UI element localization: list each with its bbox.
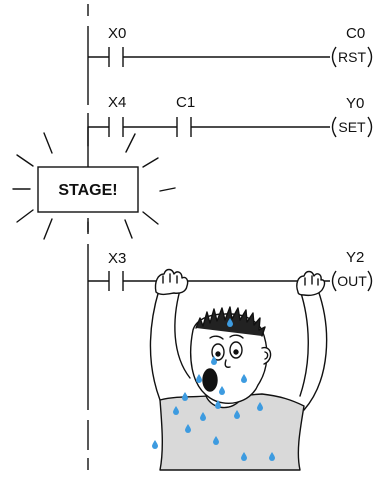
contact-c1: [176, 117, 192, 137]
coil-y2-label: Y2: [346, 249, 364, 266]
stage-box-text: STAGE!: [58, 182, 117, 199]
coil-c0-label: C0: [346, 25, 365, 42]
contact-x4: [108, 117, 124, 137]
sweat-drops-icon: [152, 318, 275, 461]
right-hand-icon: [296, 270, 326, 297]
contact-x3: [108, 271, 124, 291]
rung-2: X4 C1 Y0 SET: [88, 94, 373, 138]
stage-callout: STAGE!: [12, 126, 176, 240]
coil-y0-instruction: SET: [338, 119, 366, 135]
coil-y0: SET: [331, 116, 373, 138]
burst-lines-icon: [12, 126, 176, 240]
coil-c0-instruction: RST: [338, 49, 366, 65]
worried-man-illustration: [149, 268, 328, 471]
coil-y2-instruction: OUT: [337, 273, 367, 289]
rung-3: X3 Y2 OUT: [88, 249, 373, 292]
coil-y2: OUT: [331, 270, 373, 292]
coil-y0-label: Y0: [346, 95, 364, 112]
contact-c1-label: C1: [176, 94, 195, 111]
contact-x0-label: X0: [108, 25, 126, 42]
rung-1: X0 C0 RST: [88, 25, 373, 68]
left-hand-icon: [154, 268, 189, 296]
contact-x0: [108, 47, 124, 67]
stage-box: [37, 166, 139, 213]
contact-x4-label: X4: [108, 94, 126, 111]
contact-x3-label: X3: [108, 250, 126, 267]
coil-c0: RST: [331, 46, 373, 68]
